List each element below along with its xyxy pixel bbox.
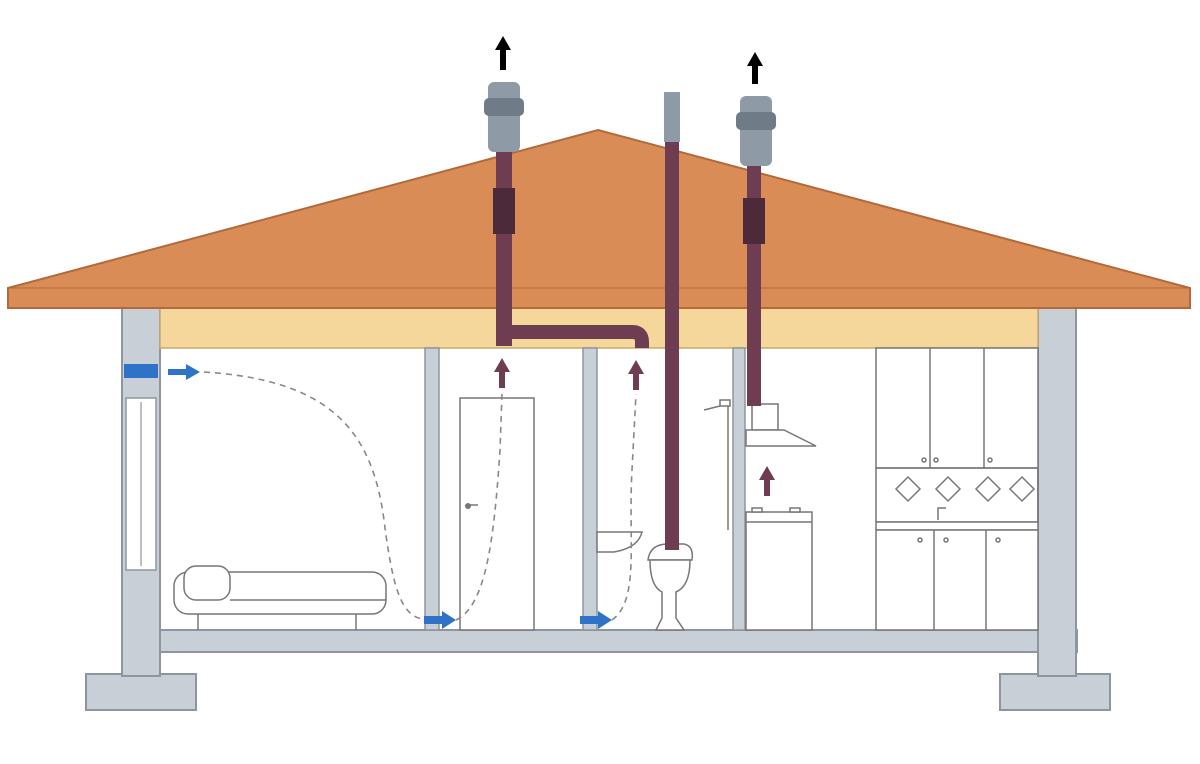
floor-slab <box>121 629 1078 653</box>
exhaust-arrow-left <box>495 36 511 70</box>
bed <box>173 565 387 630</box>
lower-cabinets <box>875 507 1039 631</box>
upper-cabinets <box>875 347 1039 469</box>
exhaust-arrow-right <box>747 52 763 84</box>
supply-valve <box>124 364 158 378</box>
extract-arrow-3 <box>759 466 775 496</box>
foundation-left <box>85 673 197 711</box>
supply-arrow-door <box>424 611 456 629</box>
roof <box>7 128 1191 309</box>
supply-arrow-bathroom <box>580 611 612 629</box>
supply-arrow-inlet <box>168 364 200 380</box>
range-hood <box>745 403 817 447</box>
toilet <box>647 543 694 631</box>
exhaust-duct-left <box>484 82 649 348</box>
shower <box>703 399 731 530</box>
partition-1 <box>424 347 440 631</box>
airflow-path-door <box>455 393 503 621</box>
door <box>459 397 535 631</box>
extract-arrow-1 <box>494 358 510 388</box>
airflow-path-bedroom <box>203 371 429 621</box>
sewer-vent-pipe <box>664 92 680 550</box>
bathroom-sink <box>596 531 643 553</box>
backsplash-tiles <box>875 467 1039 523</box>
foundation-right <box>999 673 1111 711</box>
partition-2 <box>582 347 598 631</box>
exhaust-duct-right <box>736 96 776 406</box>
extract-arrow-2 <box>628 360 644 390</box>
partition-3 <box>732 347 746 631</box>
airflow-path-bathroom <box>611 393 637 621</box>
stove <box>745 507 813 631</box>
right-wall <box>1037 307 1077 677</box>
